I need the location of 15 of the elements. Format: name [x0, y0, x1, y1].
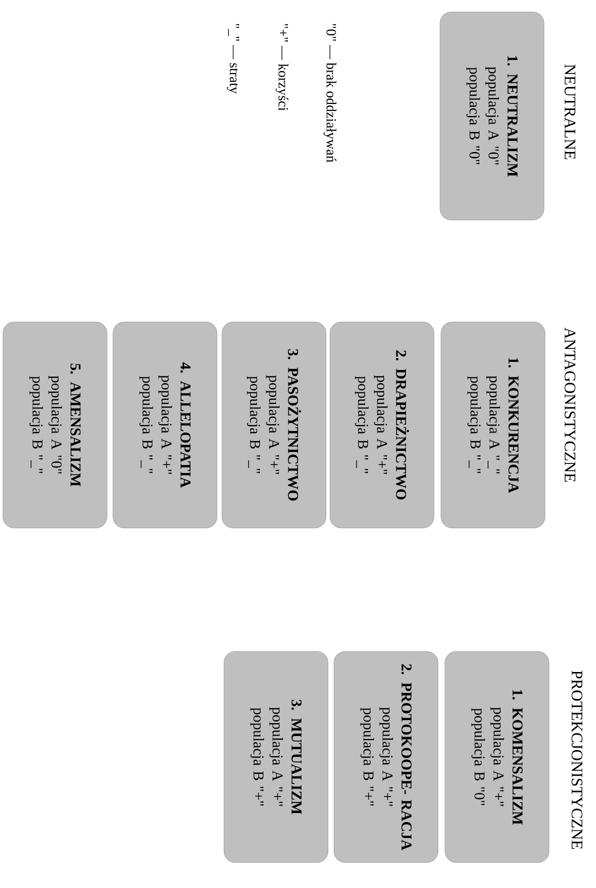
interaction-box: 2. PROTOKOOPE- RACJA populacja A "+" populacja B "+"	[334, 651, 438, 863]
interaction-box: 5. AMENSALIZM populacja A "0" populacja B "_"	[2, 322, 108, 528]
interaction-box: 1. KONKURENCJA populacja A "_" populacja B "_"	[440, 322, 546, 528]
interaction-box: 1. KOMENSALIZM populacja A "+" populacja B "0"	[444, 651, 550, 863]
key-text: "_" — straty	[226, 24, 240, 94]
key-text: "0" — brak oddziaływań	[324, 24, 336, 162]
interaction-box: 1. NEUTRALIZM populacja A "0" populacja B "0"	[440, 12, 544, 220]
interaction-box: 2. DRAPIEŻNICTWO populacja A "+" populacja B "_"	[330, 322, 434, 528]
interaction-box: 3. MUTUALIZM populacja A "+" populacja B "+"	[224, 651, 328, 863]
column-heading: NEUTRALNE	[564, 64, 576, 160]
column-heading: ANTAGONISTYCZNE	[564, 328, 576, 482]
key-text: "+" — korzyści	[276, 24, 288, 111]
interaction-box: 3. PASOŻYTNICTWO populacja A "+" populacja B "_"	[222, 322, 326, 528]
interaction-box: 4. ALLELOPATIA populacja A "+" populacja B "_"	[112, 322, 218, 528]
column-heading: PROTEKCJONISTYCZNE	[572, 670, 582, 849]
